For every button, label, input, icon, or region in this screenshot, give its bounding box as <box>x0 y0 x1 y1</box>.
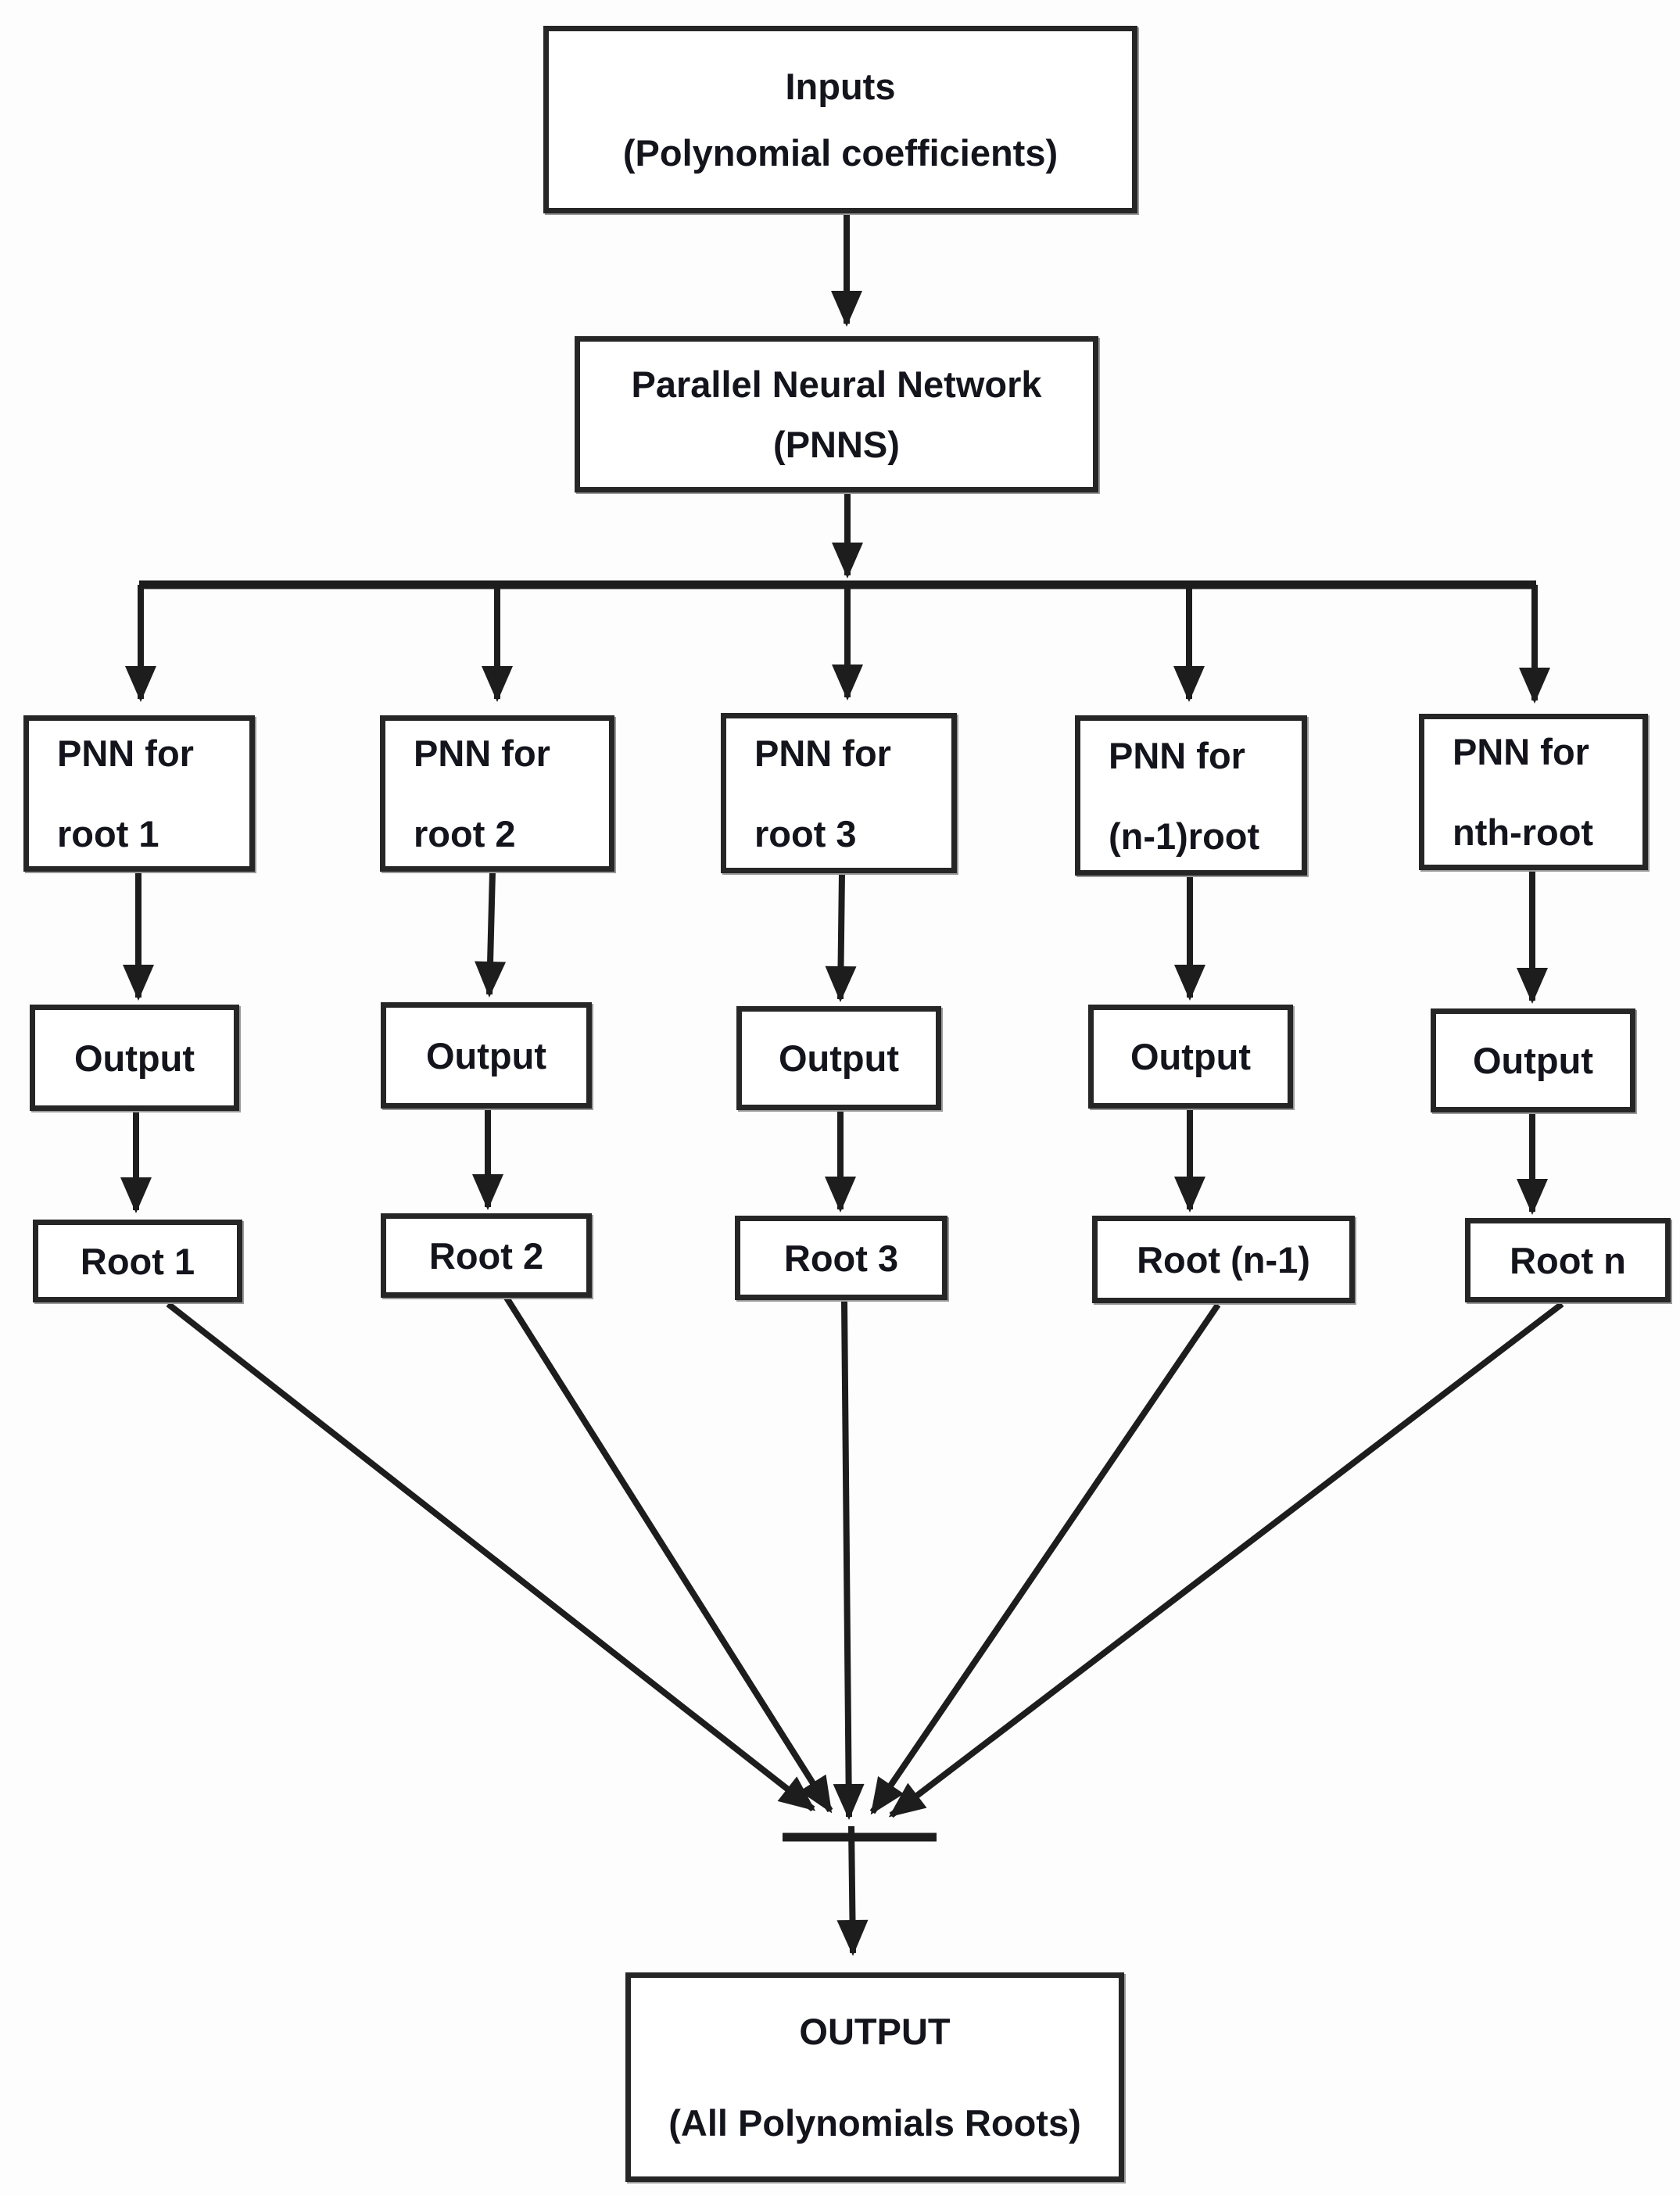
inputs-label-line2: (Polynomial coefficients) <box>622 132 1059 174</box>
arrow-root5-to-merge <box>888 1301 1564 1818</box>
pnn-root2-label-line1: PNN for <box>414 733 550 774</box>
root-n-label: Root n <box>1510 1239 1626 1281</box>
final-output-label-line1: OUTPUT <box>799 2011 951 2052</box>
final-output-label-line2: (All Polynomials Roots) <box>668 2102 1081 2144</box>
pnn-root3-label-line1: PNN for <box>754 732 891 774</box>
arrow-root2-to-merge <box>503 1295 833 1814</box>
pnn-root1-label-line2: root 1 <box>57 813 159 854</box>
output3-label: Output <box>779 1037 899 1079</box>
pnn-root-n1-label-line2: (n-1)root <box>1109 815 1260 857</box>
pnn-root3-label-line2: root 3 <box>754 812 857 854</box>
root-n1-box: Root (n-1) <box>1092 1216 1355 1303</box>
output4-box: Output <box>1088 1005 1293 1109</box>
pnn-root3-box: PNN for root 3 <box>721 713 957 873</box>
output1-box: Output <box>30 1005 239 1111</box>
pnns-label-line1: Parallel Neural Network <box>631 364 1042 405</box>
arrow-pnn3-to-output3 <box>825 872 857 1002</box>
root3-box: Root 3 <box>735 1216 947 1300</box>
arrow-root4-to-merge <box>869 1302 1221 1815</box>
root2-box: Root 2 <box>381 1213 592 1298</box>
pnn-nth-root-label-line2: nth-root <box>1453 811 1594 853</box>
output3-box: Output <box>736 1006 941 1110</box>
root2-label: Root 2 <box>428 1234 544 1277</box>
arrow-pnn2-to-output2 <box>475 871 507 998</box>
output2-box: Output <box>381 1002 592 1109</box>
final-output-box: OUTPUT (All Polynomials Roots) <box>625 1972 1124 2182</box>
pnns-box: Parallel Neural Network (PNNS) <box>575 336 1098 493</box>
output5-label: Output <box>1473 1040 1593 1081</box>
root-n1-label: Root (n-1) <box>1137 1238 1310 1281</box>
root1-box: Root 1 <box>33 1220 242 1302</box>
output2-label: Output <box>426 1034 546 1077</box>
pnn-root-n1-label-line1: PNN for <box>1109 734 1245 776</box>
pnn-root-n1-box: PNN for (n-1)root <box>1075 715 1307 876</box>
pnn-nth-root-box: PNN for nth-root <box>1419 714 1648 870</box>
pnn-nth-root-label-line1: PNN for <box>1453 731 1589 772</box>
pnn-root1-box: PNN for root 1 <box>23 715 255 872</box>
root-n-box: Root n <box>1465 1218 1671 1302</box>
root3-label: Root 3 <box>783 1237 899 1279</box>
pnn-root2-box: PNN for root 2 <box>380 715 614 872</box>
pnns-label-line2: (PNNS) <box>773 424 900 465</box>
pnn-root1-label-line1: PNN for <box>57 733 194 774</box>
output4-label: Output <box>1130 1036 1251 1077</box>
arrow-merge-to-final-output <box>836 1825 869 1956</box>
output5-box: Output <box>1431 1008 1635 1112</box>
root1-label: Root 1 <box>80 1240 195 1282</box>
output1-label: Output <box>74 1037 195 1079</box>
arrow-root3-to-merge <box>833 1301 865 1820</box>
inputs-box: Inputs (Polynomial coefficients) <box>543 26 1137 213</box>
inputs-label-line1: Inputs <box>785 66 896 107</box>
pnn-root2-label-line2: root 2 <box>414 813 516 854</box>
arrow-root1-to-merge <box>166 1301 816 1812</box>
